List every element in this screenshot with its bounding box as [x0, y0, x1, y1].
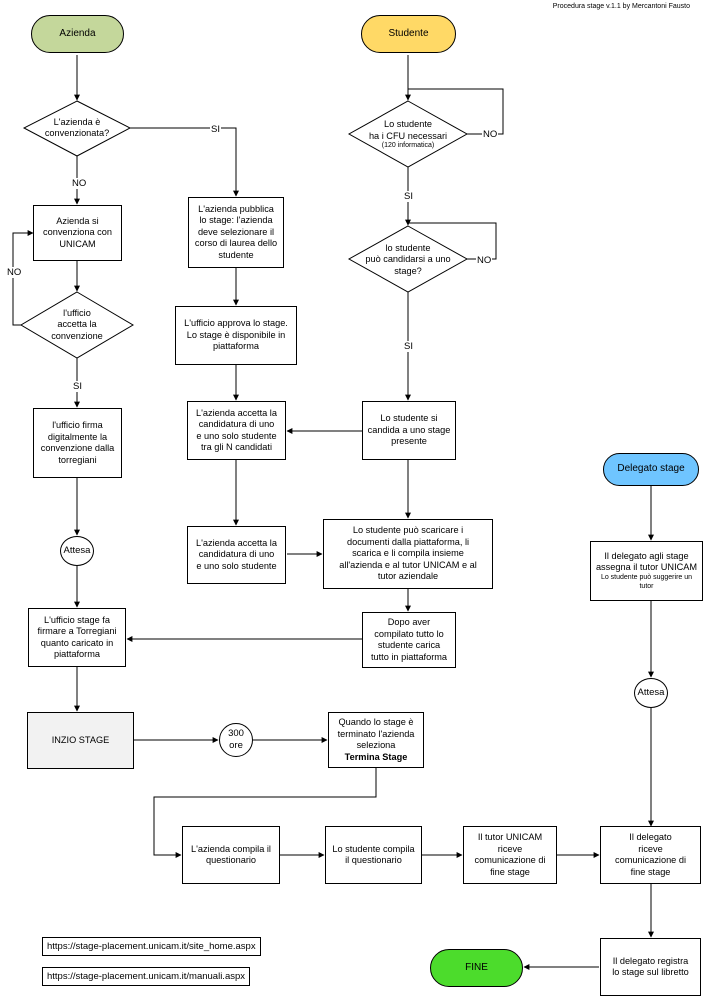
- terminal-azienda: Azienda: [31, 15, 124, 53]
- process-assegna-tutor: Il delegato agli stage assegna il tutor …: [590, 541, 703, 601]
- process-scarica-documenti: Lo studente può scaricare i documenti da…: [323, 519, 493, 589]
- process-questionario-studente: Lo studente compila il questionario: [325, 826, 422, 884]
- edge-label-si-cfu: SI: [403, 191, 414, 202]
- decision-convenzionata-text: L'azienda è convenzionata?: [44, 116, 110, 139]
- edge-label-si-convenzionata: SI: [210, 124, 221, 135]
- assegna-tutor-note: Lo studente può suggerire un tutor: [600, 573, 693, 590]
- terminal-delegato-stage: Delegato stage: [603, 453, 699, 486]
- process-questionario-azienda: L'azienda compila il questionario: [182, 826, 280, 884]
- decision-candidarsi-text: lo studente può candidarsi a uno stage?: [365, 242, 451, 276]
- process-tutor-riceve: Il tutor UNICAM riceve comunicazione di …: [463, 826, 557, 884]
- process-carica-piattaforma: Dopo aver compilato tutto lo studente ca…: [362, 612, 456, 668]
- terminal-studente: Studente: [361, 15, 456, 53]
- process-accetta-candidatura-2: L'azienda accetta la candidatura di uno …: [187, 526, 286, 584]
- edge-label-no-candidarsi: NO: [476, 255, 493, 266]
- decision-cfu-label: Lo studente ha i CFU necessari: [368, 119, 448, 141]
- process-accetta-candidatura-1: L'azienda accetta la candidatura di uno …: [187, 401, 286, 460]
- credit-text: Procedura stage v.1.1 by Mercantoni Faus…: [552, 3, 690, 10]
- process-fa-firmare: L'ufficio stage fa firmare a Torregiani …: [28, 608, 126, 667]
- process-delegato-riceve: Il delegato riceve comunicazione di fine…: [600, 826, 701, 884]
- process-si-candida: Lo studente si candida a uno stage prese…: [362, 401, 456, 460]
- decision-cfu-text: Lo studente ha i CFU necessari (120 info…: [362, 115, 454, 155]
- edge-label-si-candidarsi: SI: [403, 341, 414, 352]
- process-pubblica: L'azienda pubblica lo stage: l'azienda d…: [188, 197, 284, 268]
- termina-stage-bold: Termina Stage: [344, 751, 408, 762]
- link-manuali[interactable]: https://stage-placement.unicam.it/manual…: [42, 967, 251, 986]
- decision-accetta-convenzione-text: l'ufficio accetta la convenzione: [51, 307, 103, 341]
- terminal-fine: FINE: [430, 949, 523, 987]
- process-registra-libretto: Il delegato registra lo stage sul libret…: [600, 938, 701, 996]
- circle-300-ore: 300 ore: [219, 723, 253, 757]
- process-inizio-stage: INZIO STAGE: [27, 712, 134, 769]
- assegna-tutor-text: Il delegato agli stage assegna il tutor …: [595, 550, 698, 573]
- termina-stage-text: Quando lo stage è terminato l'azienda se…: [337, 717, 415, 750]
- link-site-home[interactable]: https://stage-placement.unicam.it/site_h…: [42, 937, 261, 956]
- edge-label-no-accetta: NO: [6, 267, 23, 278]
- process-termina-stage: Quando lo stage è terminato l'azienda se…: [328, 712, 424, 768]
- circle-attesa-left: Attesa: [60, 536, 94, 566]
- process-firma-digitale: l'ufficio firma digitalmente la convenzi…: [33, 408, 122, 478]
- edge-label-si-accetta: SI: [72, 381, 83, 392]
- process-approva: L'ufficio approva lo stage. Lo stage è d…: [175, 306, 297, 365]
- decision-cfu-note: (120 informatica): [381, 142, 435, 150]
- edge-label-no-cfu: NO: [482, 129, 499, 140]
- process-convenziona: Azienda si convenziona con UNICAM: [33, 205, 122, 261]
- edge-label-no-convenzionata: NO: [71, 178, 88, 189]
- circle-attesa-right: Attesa: [634, 678, 668, 708]
